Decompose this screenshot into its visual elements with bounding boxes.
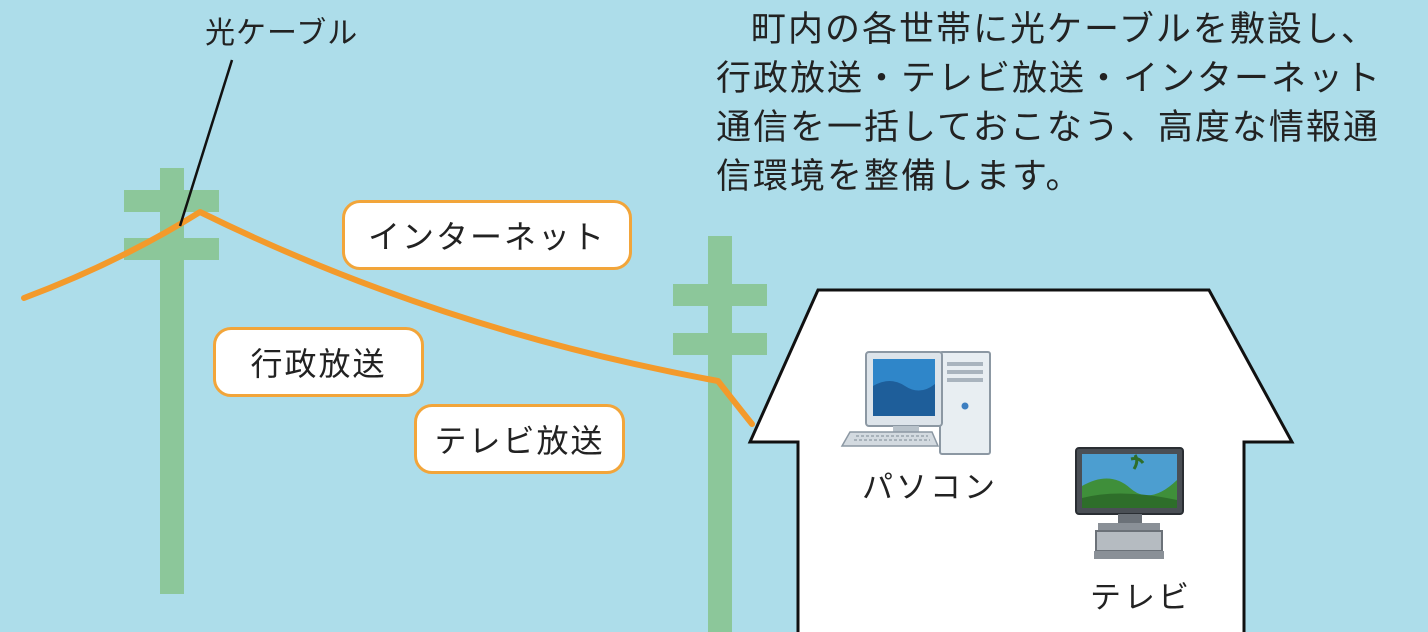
tv-broadcast-label-text: テレビ放送: [434, 422, 605, 460]
pc-label: パソコン: [862, 470, 998, 506]
internet-label-text: インターネット: [367, 218, 606, 256]
television-icon: [1075, 447, 1184, 559]
utility-pole-right: [673, 236, 767, 632]
gov-broadcast-label: 行政放送: [213, 327, 424, 397]
internet-label: インターネット: [342, 200, 632, 270]
cable-leader-line: [178, 59, 234, 227]
computer-icon: [840, 351, 991, 455]
optical-cable-line: [21, 209, 755, 427]
tv-broadcast-label: テレビ放送: [414, 404, 625, 474]
description-text: 町内の各世帯に光ケーブルを敷設し、行政放送・テレビ放送・インターネット通信を一括…: [716, 10, 1383, 197]
tv-label: テレビ: [1090, 580, 1192, 616]
gov-broadcast-label-text: 行政放送: [250, 345, 387, 383]
cable-label: 光ケーブル: [205, 16, 359, 51]
house: [747, 288, 1295, 632]
